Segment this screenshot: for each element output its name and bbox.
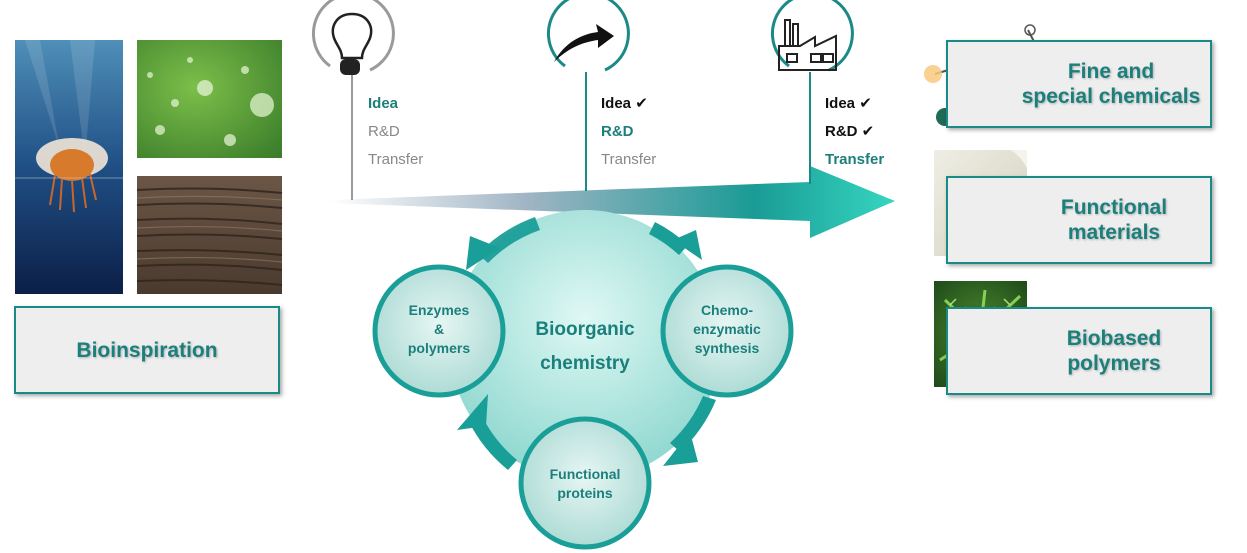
proteins-line-1: Functional	[549, 466, 621, 482]
functional-materials-line-1: Functional	[1060, 196, 1168, 219]
cycle-arrows	[457, 217, 716, 470]
stage-3-item-idea-text: Idea	[825, 95, 856, 112]
check-icon: ✔	[859, 95, 872, 112]
functional-materials-label: Functional materials	[1027, 176, 1201, 264]
stage-2-item-transfer: Transfer	[601, 151, 657, 168]
enzymes-polymers-label: Enzymes & polymers	[389, 301, 489, 358]
fine-chemicals-label: Fine and special chemicals	[1010, 40, 1212, 128]
stage-1-item-idea: Idea	[368, 95, 399, 112]
bioorganic-chemistry-label: Bioorganic chemistry	[515, 313, 655, 381]
water-droplets-leaf-image	[137, 40, 282, 158]
center-line-1: Bioorganic	[535, 319, 635, 340]
stage-1-item-rnd: R&D	[368, 123, 400, 140]
factory-icon	[778, 19, 837, 71]
lightbulb-icon	[331, 12, 373, 75]
fine-chemicals-box	[946, 40, 1212, 128]
stage-3-item-rnd-text: R&D	[825, 123, 858, 140]
fine-chemicals-line-2: special chemicals	[1021, 85, 1201, 108]
enzymes-line-1: Enzymes	[408, 302, 470, 318]
biobased-polymers-label: Biobased polymers	[1027, 307, 1201, 395]
chemo-line-1: Chemo-	[700, 302, 754, 318]
bioinspiration-label: Bioinspiration	[76, 338, 218, 362]
progress-arrow	[330, 166, 895, 238]
biobased-polymers-box	[946, 307, 1212, 395]
stage-icon-ring-1	[311, 0, 395, 72]
biobased-polymers-line-1: Biobased	[1066, 327, 1162, 350]
jellyfish-image	[15, 40, 123, 294]
enzymes-node	[372, 264, 506, 398]
stage-2-item-rnd: R&D	[601, 123, 634, 140]
stage-transfer-list: Idea ✔ R&D ✔ Transfer	[825, 90, 884, 174]
stage-2-item-idea: Idea ✔	[601, 90, 656, 118]
bioinspiration-box: Bioinspiration	[14, 306, 280, 394]
functional-materials-line-2: materials	[1067, 221, 1161, 244]
stage-3-item-idea: Idea ✔	[825, 90, 884, 118]
functional-proteins-label: Functional proteins	[535, 465, 635, 503]
bioorganic-chemistry-circle	[450, 210, 720, 480]
enzymes-line-3: polymers	[407, 340, 471, 356]
enzymes-line-2: &	[433, 321, 445, 337]
chemo-line-2: enzymatic	[693, 321, 761, 337]
functional-proteins-node	[518, 416, 652, 550]
chemoenzymatic-label: Chemo- enzymatic synthesis	[677, 301, 777, 358]
center-line-2: chemistry	[540, 353, 630, 374]
functional-materials-box	[946, 176, 1212, 264]
stage-1-item-transfer: Transfer	[368, 151, 424, 168]
stage-icon-ring-3	[770, 0, 854, 72]
proteins-line-2: proteins	[557, 485, 613, 501]
stage-idea-list: Idea R&D Transfer	[368, 90, 423, 174]
chemoenzymatic-node	[660, 264, 794, 398]
stage-3-item-transfer: Transfer	[825, 151, 885, 168]
stage-rnd-list: Idea ✔ R&D Transfer	[601, 90, 656, 174]
rising-arrow-icon	[554, 24, 614, 62]
stage-2-item-idea-text: Idea	[601, 95, 632, 112]
wood-texture-image	[136, 176, 283, 294]
biobased-polymers-line-2: polymers	[1067, 352, 1161, 375]
stage-3-item-rnd: R&D ✔	[825, 118, 884, 146]
check-icon: ✔	[635, 95, 648, 112]
fine-chemicals-line-1: Fine and	[1067, 60, 1155, 83]
check-icon: ✔	[861, 123, 875, 140]
chemo-line-3: synthesis	[694, 340, 760, 356]
